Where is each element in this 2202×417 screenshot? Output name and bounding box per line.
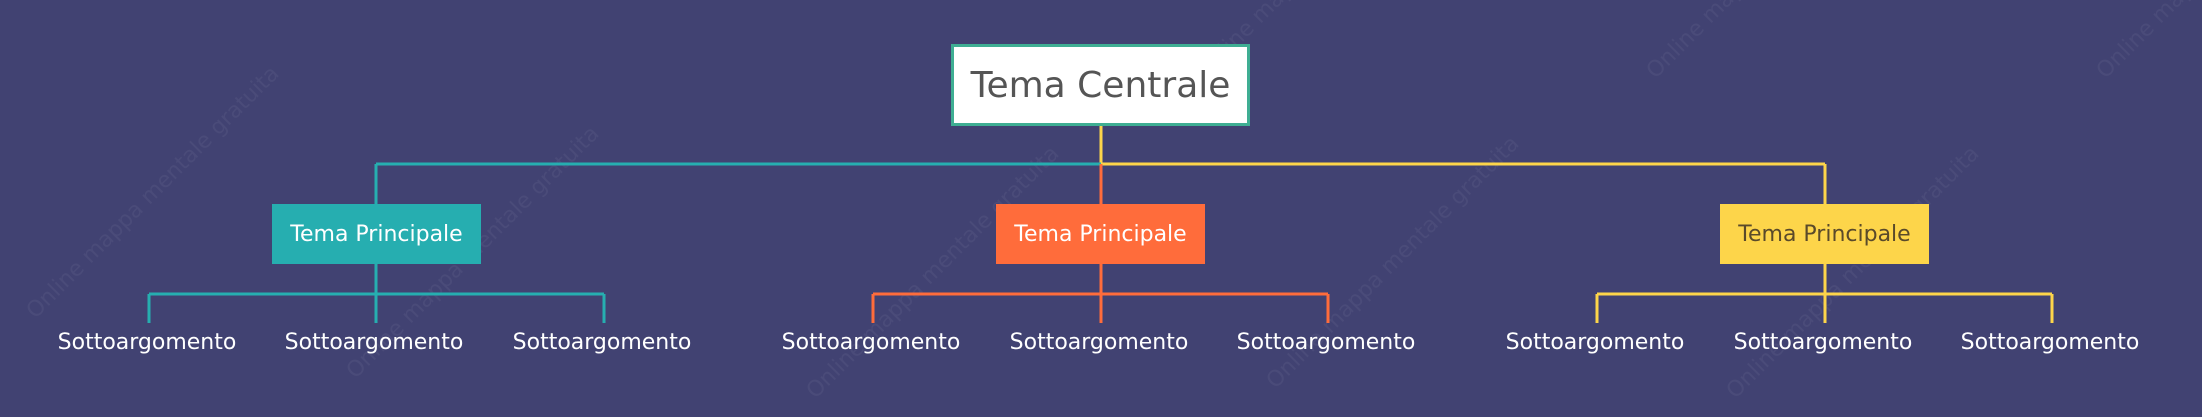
subtopic-3-1[interactable]: Sottoargomento <box>1505 329 1685 355</box>
subtopic-2-1[interactable]: Sottoargomento <box>781 329 961 355</box>
main-topic-2[interactable]: Tema Principale <box>996 204 1205 264</box>
central-topic[interactable]: Tema Centrale <box>951 44 1250 126</box>
subtopic-1-1[interactable]: Sottoargomento <box>57 329 237 355</box>
main-topic-1[interactable]: Tema Principale <box>272 204 481 264</box>
subtopic-2-2[interactable]: Sottoargomento <box>1009 329 1189 355</box>
subtopic-3-3[interactable]: Sottoargomento <box>1960 329 2140 355</box>
subtopic-1-2[interactable]: Sottoargomento <box>284 329 464 355</box>
subtopic-2-3[interactable]: Sottoargomento <box>1236 329 1416 355</box>
main-topic-3[interactable]: Tema Principale <box>1720 204 1929 264</box>
subtopic-1-3[interactable]: Sottoargomento <box>512 329 692 355</box>
subtopic-3-2[interactable]: Sottoargomento <box>1733 329 1913 355</box>
